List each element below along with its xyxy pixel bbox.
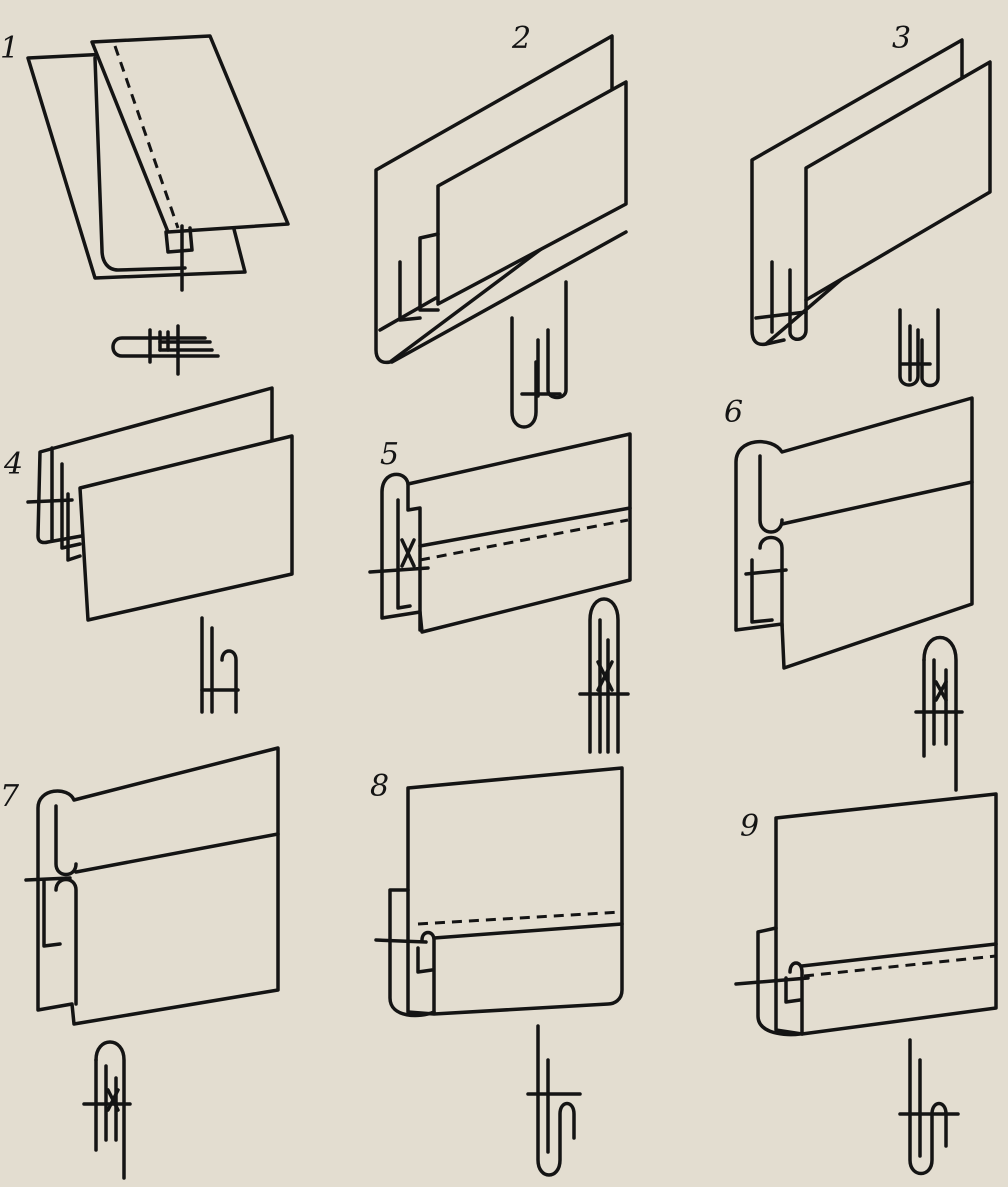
panel-2-cross-section <box>510 280 568 429</box>
panel-2: 2 <box>374 21 628 429</box>
panel-8: 8 <box>370 766 624 1177</box>
panel-5: 5 <box>368 432 632 754</box>
panel-3-seam-drawing <box>750 38 992 347</box>
panel-7-seam-drawing <box>24 746 280 1026</box>
panel-9-seam-drawing <box>734 792 998 1037</box>
panel-6-number: 6 <box>724 395 743 430</box>
panel-9-number: 9 <box>740 809 759 844</box>
panel-7-number: 7 <box>0 779 20 814</box>
panel-6-cross-section <box>914 635 964 792</box>
panel-3-cross-section <box>898 308 940 388</box>
panel-4-number: 4 <box>3 447 23 482</box>
panel-1-cross-section <box>111 324 220 376</box>
panel-4-cross-section <box>200 616 240 714</box>
panel-4: 4 <box>3 386 294 714</box>
panel-7-cross-section <box>82 1040 132 1180</box>
panel-5-cross-section <box>578 597 630 754</box>
panel-5-seam-drawing <box>368 432 632 634</box>
panel-5-number: 5 <box>380 437 399 472</box>
panel-2-number: 2 <box>511 21 531 56</box>
panel-9: 9 <box>734 792 998 1176</box>
panel-8-number: 8 <box>370 769 389 804</box>
panel-1-seam-drawing <box>26 34 290 292</box>
panel-6-seam-drawing <box>734 396 974 670</box>
panel-1: 1 <box>0 31 290 376</box>
panel-8-seam-drawing <box>374 766 624 1018</box>
panel-8-cross-section <box>526 1024 582 1177</box>
panel-2-seam-drawing <box>374 34 628 365</box>
panel-7: 7 <box>0 746 280 1180</box>
panel-3: 3 <box>750 21 992 388</box>
panel-1-number: 1 <box>0 31 19 66</box>
panel-3-number: 3 <box>892 21 911 56</box>
panel-4-seam-drawing <box>26 386 294 622</box>
panel-9-cross-section <box>898 1038 960 1176</box>
panel-6: 6 <box>724 395 974 792</box>
